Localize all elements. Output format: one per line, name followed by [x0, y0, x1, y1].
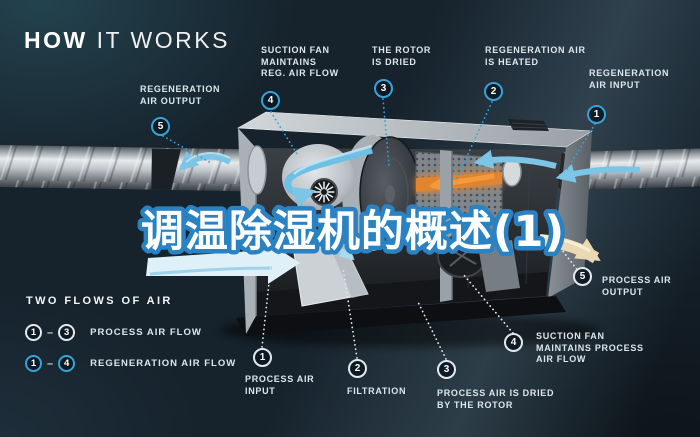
- legend-process-label: PROCESS AIR FLOW: [90, 327, 202, 338]
- callout-process-5-badge: 5: [573, 267, 592, 286]
- callout-regen-3-badge: 3: [374, 79, 393, 98]
- regen-swirl-highlight: [293, 144, 373, 175]
- callout-process-2-label: FILTRATION: [347, 386, 407, 396]
- process-output-arrow: [539, 234, 601, 264]
- legend-process-start-badge: 1: [25, 324, 42, 341]
- process-input-arrow: [146, 242, 300, 284]
- interior-floor: [256, 272, 548, 316]
- callout-process-1-badge: 1: [253, 348, 272, 367]
- legend-process-end-badge: 3: [58, 324, 76, 341]
- callout-regen-3-label: THE ROTOR IS DRIED: [372, 45, 432, 67]
- top-panel: [236, 111, 593, 148]
- legend-dash: –: [47, 326, 54, 339]
- legend-row-regeneration: 1 – 4 REGENERATION AIR FLOW: [25, 355, 236, 372]
- duct-collar: [247, 145, 267, 195]
- callout-regen-2-badge: 2: [484, 82, 503, 101]
- bend-duct: [291, 235, 369, 307]
- page-title: HOW IT WORKS: [24, 27, 230, 54]
- regen-output-arrow-highlight: [185, 152, 231, 163]
- legend-regen-end-badge: 4: [58, 355, 76, 372]
- callout-regen-4-label: SUCTION FAN MAINTAINS REG. AIR FLOW: [261, 45, 339, 79]
- callout-regen-1-label: REGENERATION AIR INPUT: [589, 68, 670, 90]
- leader-lines: [162, 98, 596, 360]
- callout-regen-4-badge: 4: [261, 91, 280, 110]
- callout-process-1-label: PROCESS AIR INPUT: [245, 374, 315, 396]
- page-title-light: IT WORKS: [87, 27, 230, 53]
- page-title-bold: HOW: [24, 27, 88, 53]
- regen-flow-arrow: [473, 149, 557, 169]
- legend-dash: –: [47, 357, 54, 370]
- regen-output-arrow: [178, 150, 232, 172]
- callout-regen-2-label: REGENERATION AIR IS HEATED: [485, 45, 586, 67]
- callout-regen-5-label: REGENERATION AIR OUTPUT: [140, 84, 221, 106]
- callout-process-5-label: PROCESS AIR OUTPUT: [602, 275, 672, 297]
- callout-process-3-label: PROCESS AIR IS DRIED BY THE ROTOR: [437, 388, 555, 410]
- base: [236, 296, 566, 336]
- rotor: [342, 135, 421, 252]
- callout-process-4-badge: 4: [504, 333, 523, 352]
- callout-process-4-label: SUCTION FAN MAINTAINS PROCESS AIR FLOW: [536, 331, 644, 365]
- legend-heading: TWO FLOWS OF AIR: [26, 295, 173, 307]
- regen-input-arrow: [555, 164, 641, 183]
- legend-regen-label: REGENERATION AIR FLOW: [90, 358, 237, 369]
- overlay-title: 调温除湿机的概述(1): [141, 207, 565, 257]
- legend-row-process: 1 – 3 PROCESS AIR FLOW: [25, 324, 202, 341]
- angled-panel: [478, 240, 520, 292]
- machine-body: [236, 111, 593, 336]
- left-duct: [0, 144, 244, 192]
- callout-regen-5-badge: 5: [151, 117, 170, 136]
- callout-process-3-badge: 3: [437, 360, 456, 379]
- regen-swirl-arrow: [284, 146, 373, 209]
- callout-regen-1-badge: 1: [587, 105, 606, 124]
- callout-process-2-badge: 2: [348, 359, 367, 378]
- legend-regen-start-badge: 1: [25, 355, 42, 372]
